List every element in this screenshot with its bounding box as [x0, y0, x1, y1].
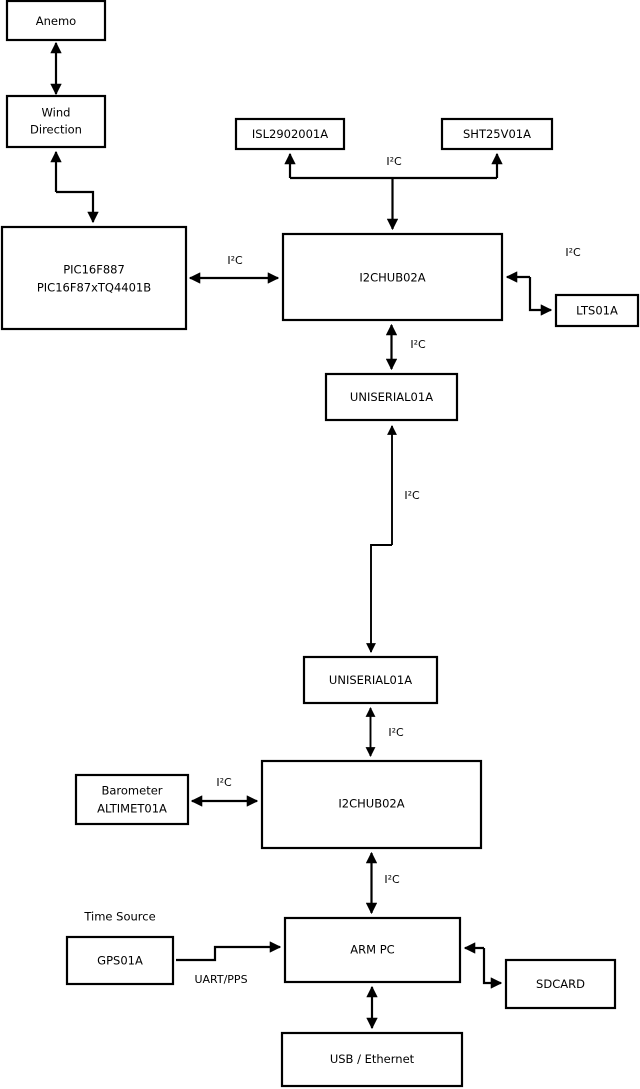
node-pic-mcu-box: [0, 225, 188, 331]
edge-wind-direction-to-pic-lower: [56, 190, 99, 224]
node-isl2902001a-label: ISL2902001A: [252, 127, 328, 141]
edge-arm-pc-to-sdcard: [482, 948, 503, 989]
node-i2chub02a-bottom[interactable]: I2CHUB02A: [260, 759, 483, 850]
node-pic-mcu-label-line1: PIC16F887: [63, 263, 125, 277]
node-sht25v01a[interactable]: SHT25V01A: [440, 117, 554, 151]
node-sdcard-box: [504, 958, 617, 1010]
node-anemo-box: [5, 0, 107, 42]
node-i2chub02a-bottom-box: [260, 759, 483, 850]
node-pic-mcu[interactable]: PIC16F887 PIC16F87xTQ4401B: [0, 225, 188, 331]
node-i2chub02a-bottom-label: I2CHUB02A: [338, 797, 404, 811]
node-sht25v01a-label: SHT25V01A: [463, 127, 531, 141]
node-usb-ethernet[interactable]: USB / Ethernet: [280, 1031, 464, 1088]
node-anemo-label: Anemo: [36, 14, 76, 28]
node-gps01a-label: GPS01A: [97, 954, 143, 968]
node-lts01a-label: LTS01A: [576, 304, 618, 318]
edge-label-i2c-barometer-hub2: I²C: [216, 776, 232, 789]
edge-label-i2c-hub2-armpc: I²C: [384, 873, 400, 886]
node-isl2902001a-box: [234, 117, 346, 151]
edge-label-i2c-uniserial-link: I²C: [404, 489, 420, 502]
edge-label-i2c-uniserial-hub2: I²C: [388, 726, 404, 739]
node-barometer-label-line1: Barometer: [101, 784, 162, 798]
node-barometer-label-line2: ALTIMET01A: [97, 802, 167, 816]
edge-label-i2c-hub-lts: I²C: [565, 246, 581, 259]
node-i2chub02a-top-box: [281, 232, 504, 322]
node-wind-direction-box: [5, 94, 107, 149]
node-wind-direction-label-line1: Wind: [42, 106, 71, 120]
node-i2chub02a-top-label: I2CHUB02A: [359, 271, 425, 285]
node-sht25v01a-box: [440, 117, 554, 151]
node-gps01a[interactable]: GPS01A: [65, 935, 175, 986]
edge-label-i2c-pic-hub: I²C: [227, 254, 243, 267]
node-gps01a-box: [65, 935, 175, 986]
node-uniserial01a-upper[interactable]: UNISERIAL01A: [324, 372, 459, 422]
node-barometer-box: [74, 773, 190, 826]
node-i2chub02a-top[interactable]: I2CHUB02A: [281, 232, 504, 322]
node-uniserial01a-upper-box: [324, 372, 459, 422]
edge-gps01a-to-arm-pc: [176, 941, 282, 962]
node-wind-direction[interactable]: Wind Direction: [5, 94, 107, 149]
node-pic-mcu-label-line2: PIC16F87xTQ4401B: [37, 281, 151, 295]
label-time-source: Time Source: [83, 910, 155, 924]
node-sdcard-label: SDCARD: [536, 977, 585, 991]
node-anemo[interactable]: Anemo: [5, 0, 107, 42]
node-uniserial01a-lower-box: [302, 655, 439, 705]
node-wind-direction-label-line2: Direction: [30, 123, 82, 137]
edge-label-i2c-hub-uniserial: I²C: [410, 338, 426, 351]
node-sdcard[interactable]: SDCARD: [504, 958, 617, 1010]
node-usb-ethernet-label: USB / Ethernet: [330, 1052, 415, 1066]
edge-label-uart-pps: UART/PPS: [194, 973, 247, 986]
edge-label-i2c-isl-sht: I²C: [386, 155, 402, 168]
node-uniserial01a-lower-label: UNISERIAL01A: [329, 673, 412, 687]
node-arm-pc[interactable]: ARM PC: [283, 916, 462, 984]
node-usb-ethernet-box: [280, 1031, 464, 1088]
edge-i2chub02a-top-to-lts01a: [528, 277, 553, 316]
node-isl2902001a[interactable]: ISL2902001A: [234, 117, 346, 151]
node-uniserial01a-upper-label: UNISERIAL01A: [350, 390, 433, 404]
node-lts01a-box: [554, 293, 640, 328]
edge-uniserial-link-lower-arrow: [366, 544, 392, 653]
node-lts01a[interactable]: LTS01A: [554, 293, 640, 328]
node-barometer[interactable]: Barometer ALTIMET01A: [74, 773, 190, 826]
node-uniserial01a-lower[interactable]: UNISERIAL01A: [302, 655, 439, 705]
node-arm-pc-box: [283, 916, 462, 984]
node-arm-pc-label: ARM PC: [350, 943, 394, 957]
